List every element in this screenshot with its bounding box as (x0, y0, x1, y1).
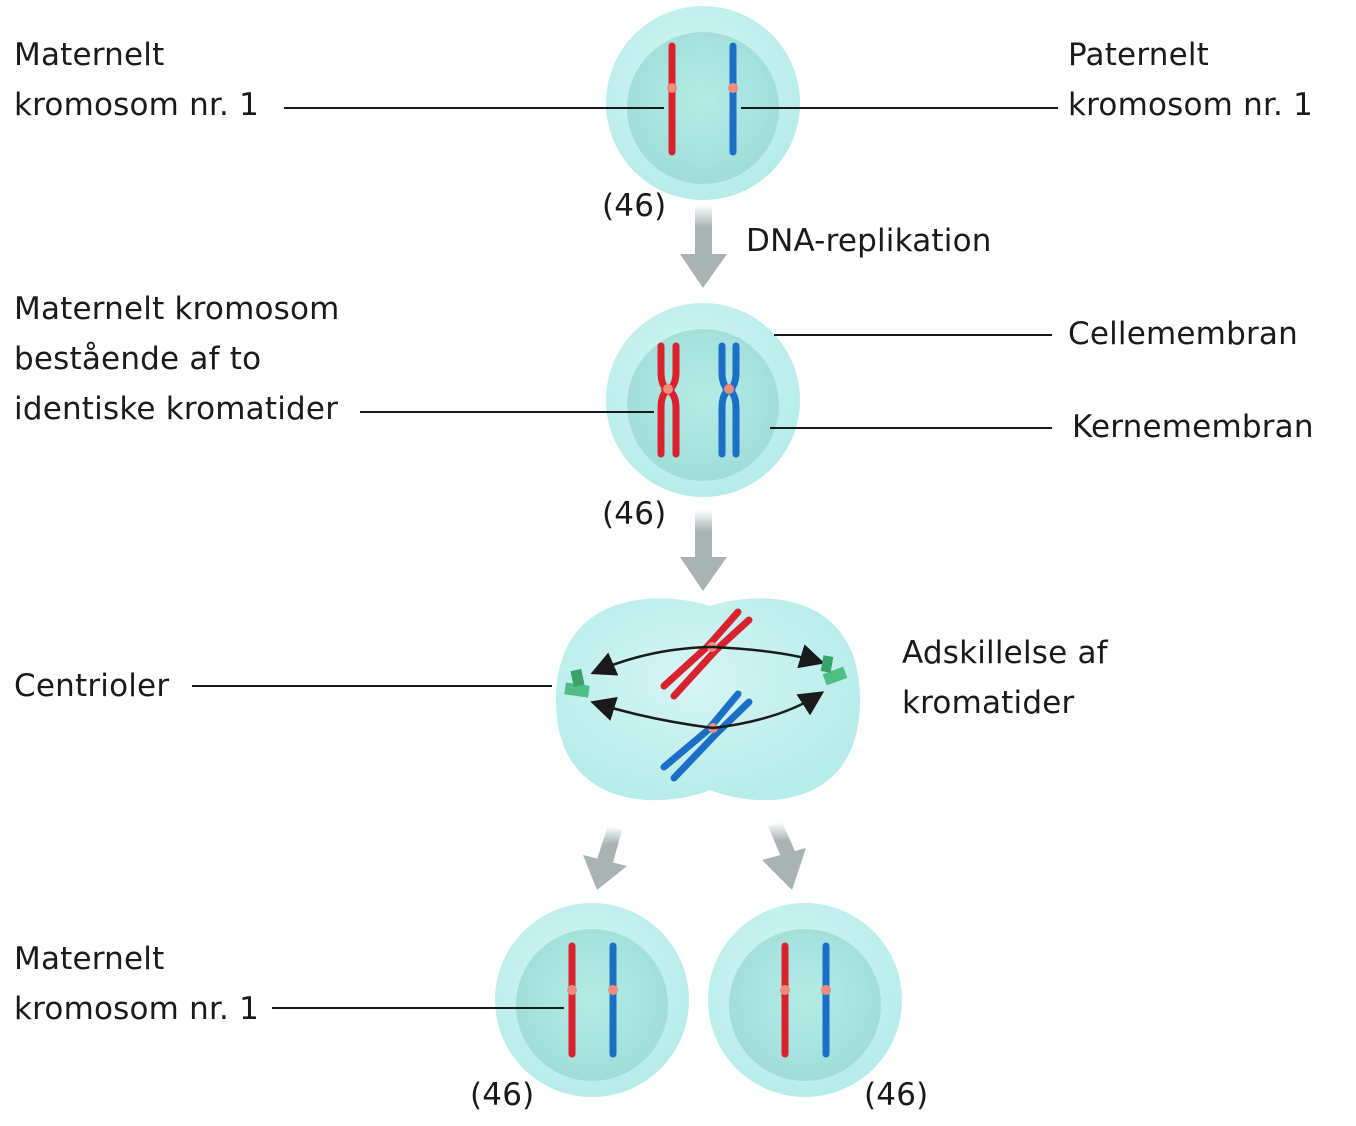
chromosome-count-stage-4a: (46) (470, 1077, 535, 1113)
dividing-cell-membrane (556, 598, 860, 801)
centromere (724, 384, 734, 394)
label-paternal-chr1-top: Paternelt kromosom nr. 1 (1068, 30, 1313, 130)
label-cell-membrane: Cellemembran (1068, 316, 1298, 352)
spindle-arrow (711, 644, 825, 669)
nuclear-membrane (627, 329, 779, 481)
centriole-icon (820, 655, 848, 686)
label-line: Paternelt (1068, 37, 1210, 73)
label-line: Maternelt (14, 37, 165, 73)
spindle-arrow (590, 645, 713, 676)
centromere (567, 985, 577, 995)
cell-stage-1 (606, 6, 800, 200)
nuclear-membrane (516, 929, 668, 1081)
paternal-chromosome-separating (660, 690, 753, 782)
label-dna-replication: DNA-replikation (746, 223, 992, 259)
arrow-down-icon (680, 205, 727, 288)
centromere (667, 83, 677, 93)
label-chromatid-separation: Adskillelse af kromatider (902, 628, 1108, 728)
label-centrioles: Centrioler (14, 668, 170, 704)
label-line: Adskillelse af (902, 635, 1108, 671)
chromosome-count-stage-4b: (46) (864, 1077, 929, 1113)
centromere (608, 985, 618, 995)
cell-stage-4a (495, 903, 689, 1097)
spindle-arrow (590, 696, 714, 730)
centromere (821, 985, 831, 995)
label-line: kromosom nr. 1 (1068, 87, 1314, 123)
nuclear-membrane (627, 32, 779, 184)
centromere (728, 83, 738, 93)
centromere (663, 384, 673, 394)
arrow-down-icon (680, 510, 727, 591)
arrow-down-right-icon (762, 822, 806, 890)
cell-stage-2 (606, 303, 800, 497)
label-line: kromosom nr. 1 (14, 991, 260, 1027)
label-maternal-chr1-top: Maternelt kromosom nr. 1 (14, 30, 259, 130)
label-maternal-two-chromatids: Maternelt kromosom bestående af to ident… (14, 284, 340, 434)
label-maternal-chr1-bottom: Maternelt kromosom nr. 1 (14, 934, 259, 1034)
chromosome-count-stage-2: (46) (602, 496, 667, 532)
cell-stage-3-dividing (556, 598, 860, 801)
spindle-arrow (712, 691, 825, 730)
centriole-icon (564, 668, 590, 698)
centromere (780, 985, 790, 995)
label-line: kromosom nr. 1 (14, 87, 260, 123)
label-line: identiske kromatider (14, 391, 339, 427)
label-line: bestående af to (14, 341, 262, 377)
label-nuclear-membrane: Kernemembran (1072, 409, 1314, 445)
chromosome-count-stage-1: (46) (602, 188, 667, 224)
cell-stage-4b (708, 903, 902, 1097)
label-line: kromatider (902, 685, 1075, 721)
arrow-down-left-icon (583, 826, 627, 890)
label-line: Maternelt kromosom (14, 291, 340, 327)
label-line: Maternelt (14, 941, 165, 977)
nuclear-membrane (729, 929, 881, 1081)
